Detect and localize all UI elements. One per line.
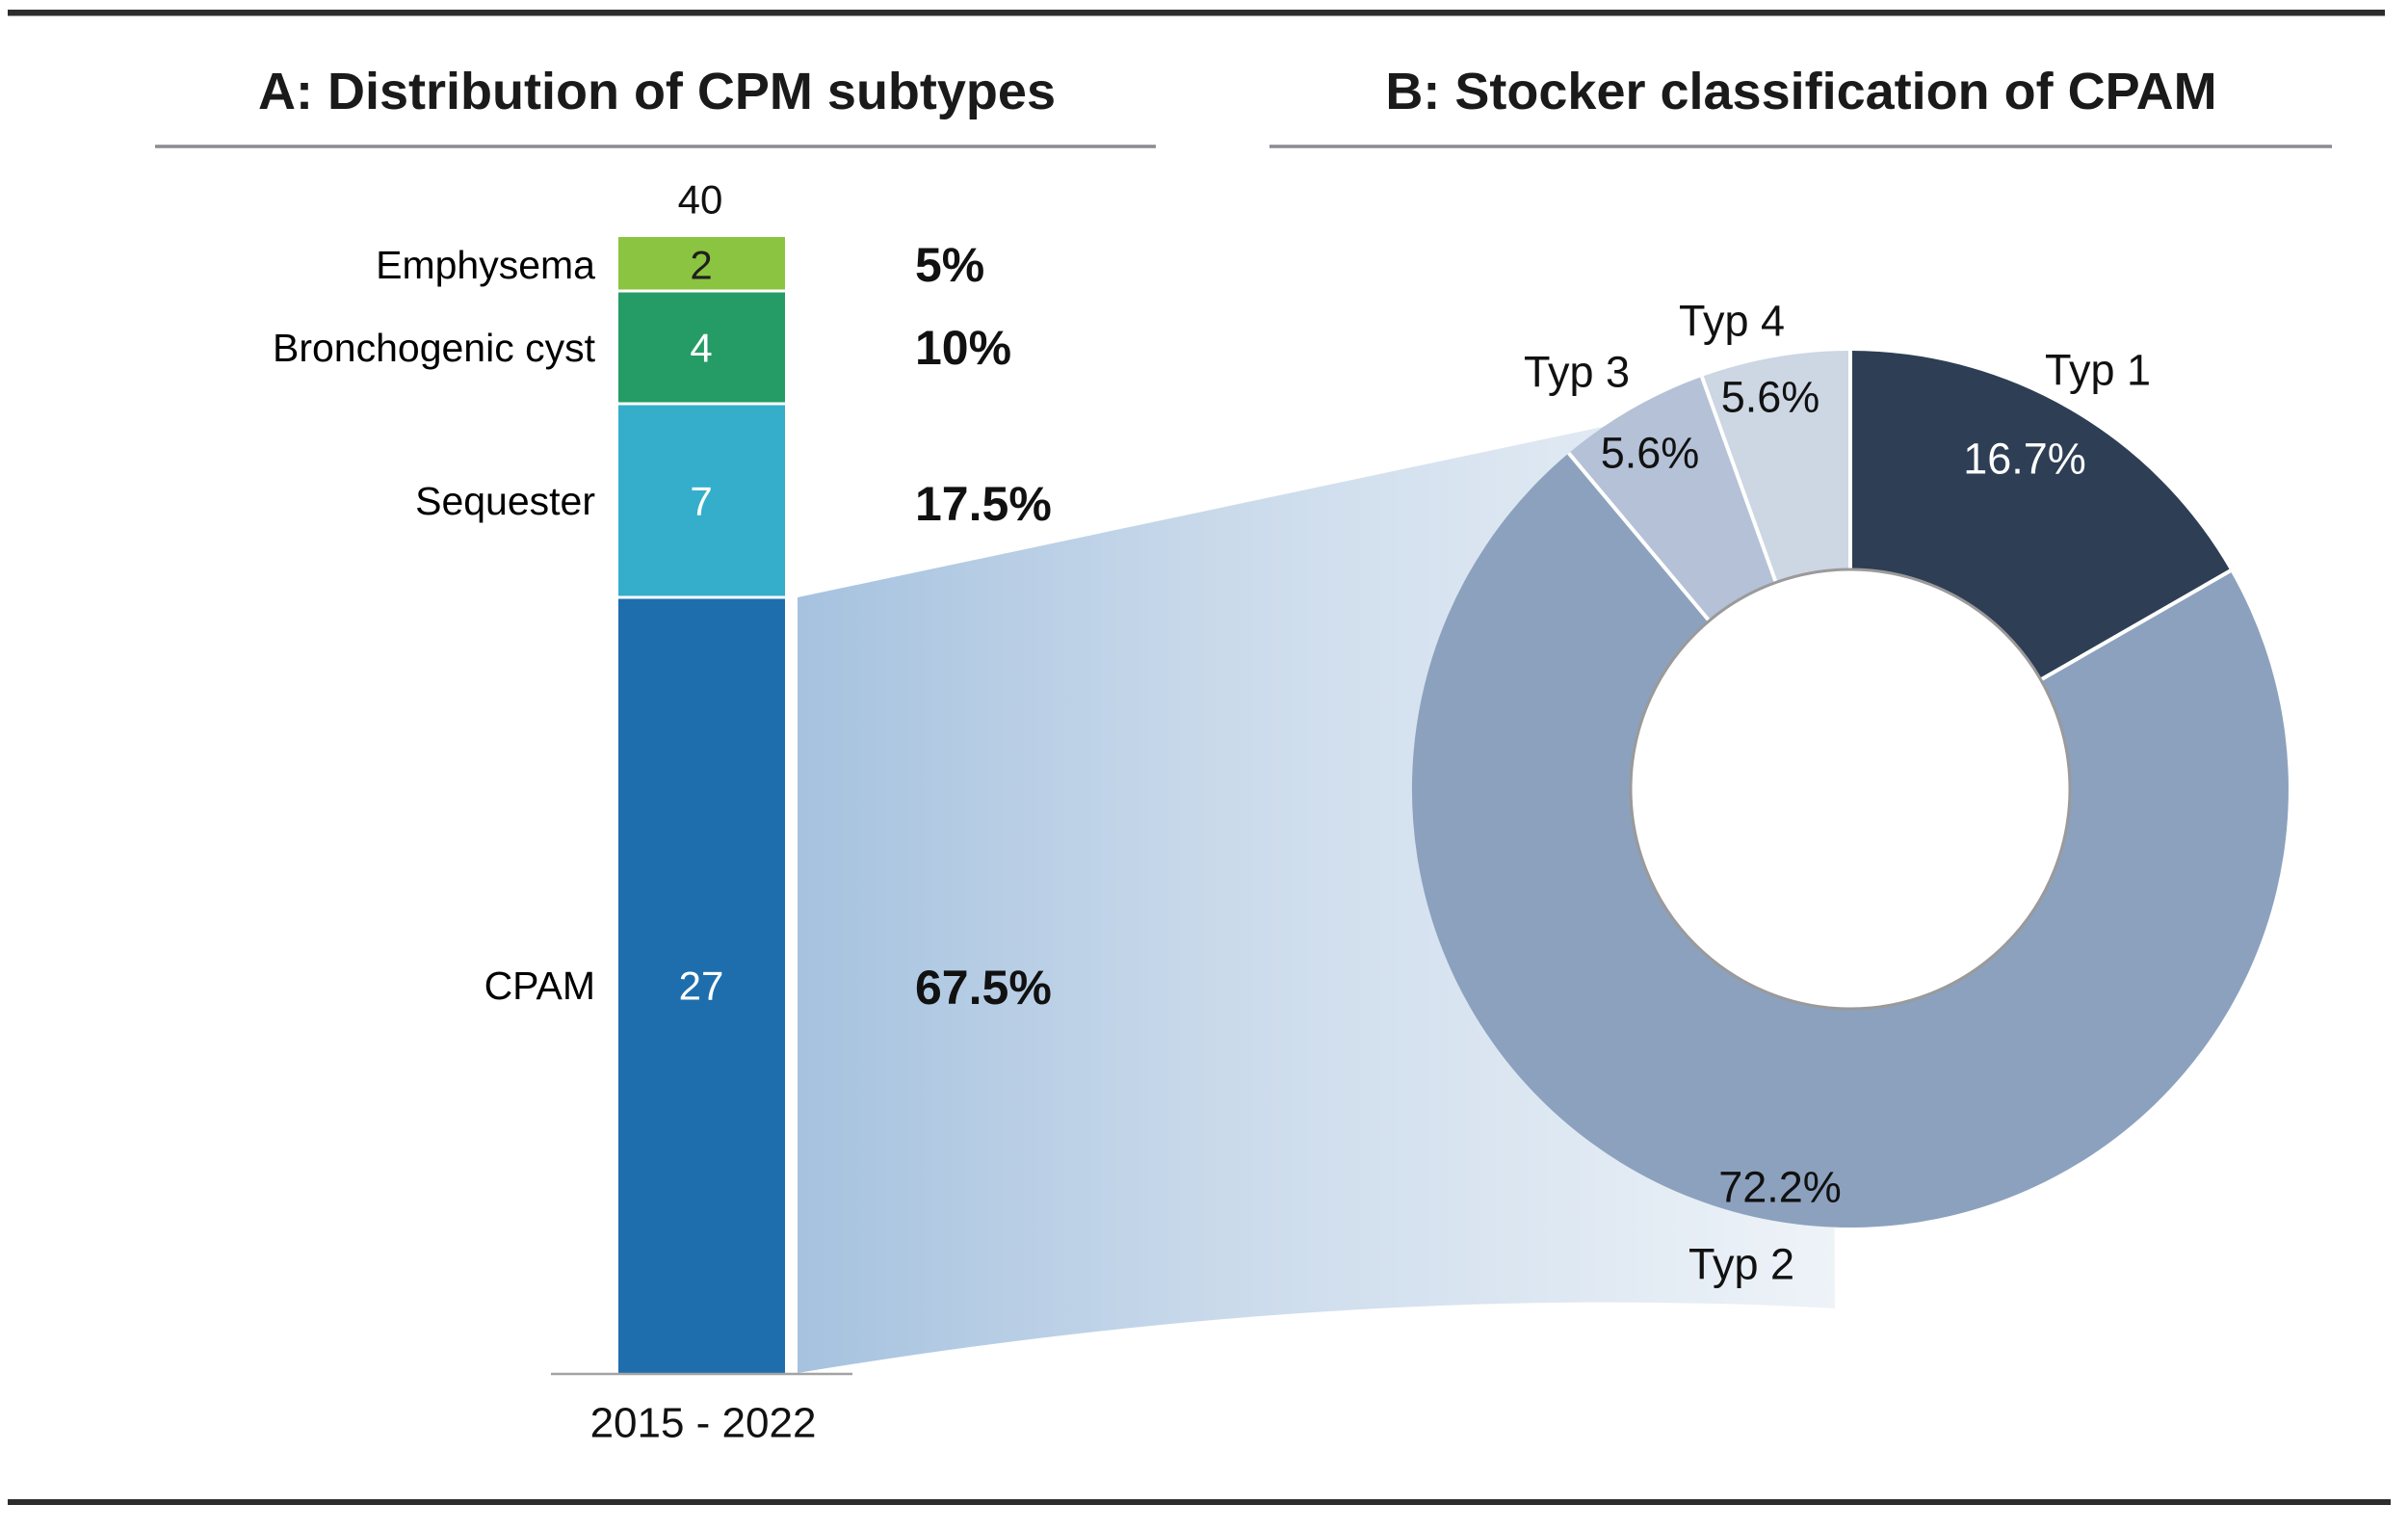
donut-percent-typ3: 5.6% [1601,429,1700,478]
bar-label-cpam: CPAM [484,963,595,1008]
donut-slice-typ2 [1411,453,2289,1228]
donut-divider [1567,452,1712,622]
donut-hole [1629,568,2072,1011]
bar-axis-label: 2015 - 2022 [590,1400,817,1447]
donut-slice-typ1 [1850,351,2231,680]
donut-slice-typ4 [1701,351,1850,583]
bar-percent-bronchogenic-cyst: 10% [915,321,1011,375]
donut-percent-typ4: 5.6% [1721,373,1820,422]
donut-divider [2039,568,2232,682]
bar-total-label: 40 [678,177,723,223]
bar-value-cpam: 27 [679,963,724,1009]
bar-segment-sequester [618,404,785,597]
donut-percent-typ1: 16.7% [1963,435,2086,484]
bar-label-sequester: Sequester [415,479,595,523]
bar-percent-emphysema: 5% [915,238,984,292]
donut-percent-typ2: 72.2% [1718,1163,1842,1212]
bar-percent-cpam: 67.5% [915,961,1052,1015]
bar-value-emphysema: 2 [690,243,712,288]
bar-segment-emphysema [618,237,785,291]
donut-label-typ2: Typ 2 [1688,1240,1794,1289]
bar-value-sequester: 7 [690,479,712,524]
donut-slice-typ3 [1568,376,1776,621]
panel-b-title: B: Stocker classification of CPAM [1385,63,2216,120]
donut-label-typ3: Typ 3 [1524,348,1630,397]
bar-segment-bronchogenic-cyst [618,291,785,404]
panel-a-header: A: Distribution of CPM subtypes [155,63,1156,148]
bottom-rule [8,1499,2391,1505]
donut-label-typ4: Typ 4 [1679,297,1785,346]
donut-divider [1700,376,1778,584]
bar-segment-cpam [618,597,785,1373]
bar-label-emphysema: Emphysema [376,243,595,287]
panel-a-title: A: Distribution of CPM subtypes [258,63,1056,120]
top-rule [8,10,2385,16]
bar-value-bronchogenic-cyst: 4 [690,326,712,371]
donut-label-typ1: Typ 1 [2045,346,2151,395]
bar-label-bronchogenic-cyst: Bronchogenic cyst [273,326,596,370]
bar-percent-sequester: 17.5% [915,477,1052,531]
donut-chart: Typ 1 16.7% Typ 4 5.6% Typ 3 5.6% 72.2% … [1411,297,2289,1289]
stacked-bar: 40 2 4 7 27 Emphysema Bronchogenic cyst … [273,177,1052,1447]
panel-b-header: B: Stocker classification of CPAM [1269,63,2332,148]
